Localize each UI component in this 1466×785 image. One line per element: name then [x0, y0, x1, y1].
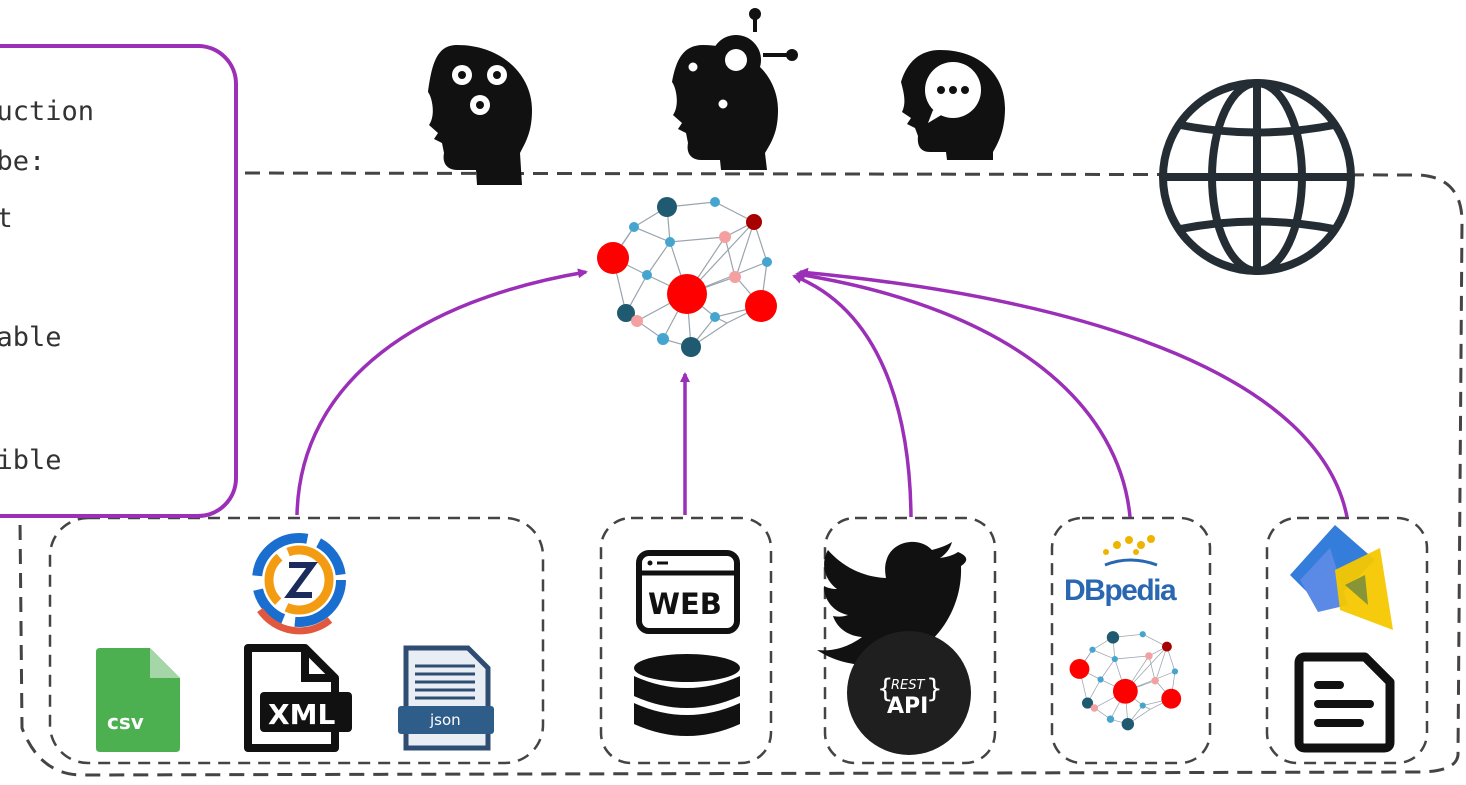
platform-dashed-frame: [18, 171, 1464, 777]
files-source-group: [48, 516, 545, 765]
database-icon: [634, 654, 740, 736]
rest-api-icon: { } REST API: [847, 631, 971, 755]
svg-text:}: }: [926, 674, 943, 704]
xml-file-icon: XML: [244, 644, 352, 752]
callout-line-2: o be:: [0, 146, 46, 177]
arrow-docs-to-graph: [798, 267, 1349, 518]
api-source-group: [823, 516, 997, 765]
head-circuit-gear-icon: [672, 8, 798, 170]
docs-source-group: [1265, 516, 1429, 765]
twitter-icon: [817, 541, 967, 665]
knowledge-graph-icon: [596, 196, 778, 358]
requirements-callout: truction o be: ent le inable ucible: [0, 44, 238, 518]
callout-line-1: truction: [0, 96, 95, 127]
xml-label: XML: [268, 698, 335, 731]
zenodo-icon: [252, 533, 346, 635]
arrow-api-to-graph: [792, 274, 913, 518]
globe-icon: [1159, 79, 1355, 275]
callout-line-3: ent: [0, 203, 13, 234]
head-speech-icon: [901, 50, 1005, 160]
api-label: API: [887, 694, 928, 719]
svg-text:{: {: [877, 674, 894, 704]
document-icon: [1294, 652, 1395, 753]
arrow-files-to-graph: [295, 268, 588, 516]
json-file-icon: json: [398, 645, 494, 751]
rest-label: REST: [891, 678, 925, 693]
web-window-icon: WEB: [636, 550, 740, 634]
graph-small-icon: [1069, 630, 1182, 731]
callout-line-6: ucible: [0, 445, 62, 476]
web-source-group: [599, 516, 773, 765]
arrow-dbpedia-to-graph: [795, 270, 1132, 518]
head-gears-icon: [428, 45, 532, 185]
dbpedia-source-group: [1050, 516, 1212, 765]
callout-line-5: inable: [0, 322, 62, 353]
csv-file-icon: csv: [96, 648, 180, 752]
dbpedia-label: DBpedia: [1064, 574, 1177, 607]
csv-label: csv: [107, 710, 144, 734]
dbpedia-icon: DBpedia: [1064, 535, 1179, 607]
json-label: json: [429, 711, 461, 729]
linked-docs-icon: [1290, 525, 1393, 630]
web-label: WEB: [648, 587, 722, 621]
